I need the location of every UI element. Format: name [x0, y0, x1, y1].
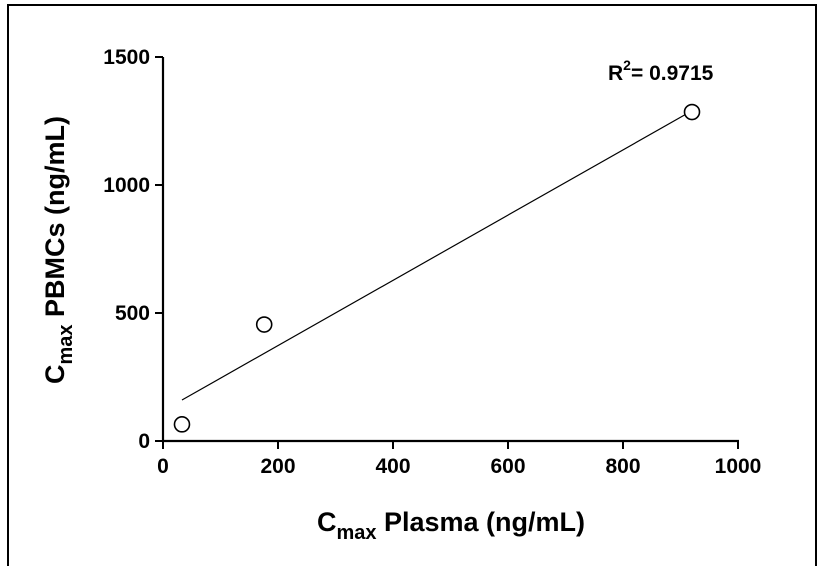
x-axis: 0 200 400 600 800 1000 — [157, 439, 762, 478]
data-points-layer — [173, 103, 701, 433]
x-tick-label: 600 — [490, 455, 525, 478]
x-tick-label: 1000 — [715, 455, 762, 478]
y-axis: 0 500 1000 1500 — [103, 46, 165, 453]
regression-line — [181, 110, 693, 401]
y-tick-label: 500 — [115, 302, 150, 325]
figure-frame — [7, 4, 817, 566]
y-tick-label: 1500 — [103, 46, 150, 69]
x-tick-label: 800 — [605, 455, 640, 478]
data-point — [255, 316, 273, 333]
y-tick-label: 0 — [138, 430, 150, 453]
fit-line-layer — [181, 110, 693, 401]
data-point — [683, 103, 701, 121]
x-tick-label: 0 — [157, 455, 169, 478]
x-tick-label: 400 — [375, 455, 410, 478]
y-axis-label: Cmax PBMCs (ng/mL) — [40, 116, 77, 384]
data-point — [173, 416, 191, 433]
r-squared-annotation: R2= 0.9715 — [608, 57, 714, 85]
x-tick-label: 200 — [260, 455, 295, 478]
x-axis-label: Cmax Plasma (ng/mL) — [317, 507, 585, 544]
y-tick-label: 1000 — [103, 174, 150, 197]
